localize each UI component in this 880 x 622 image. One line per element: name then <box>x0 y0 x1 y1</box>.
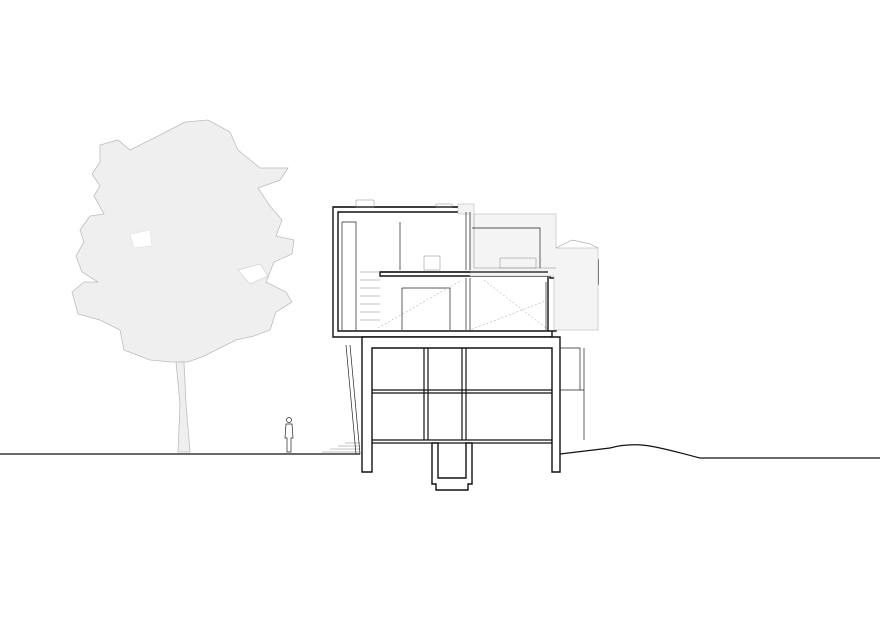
brick-facade <box>457 203 599 331</box>
tree <box>71 119 295 453</box>
human-figure <box>284 417 294 453</box>
tree-trunk <box>175 361 191 453</box>
inclined-column <box>345 344 361 455</box>
entrance-steps <box>322 442 360 453</box>
upper-volume <box>332 199 599 338</box>
ground-line <box>0 444 880 459</box>
foundation-pit <box>431 442 473 491</box>
stair <box>360 271 380 321</box>
tree-canopy <box>71 119 295 363</box>
lower-structure <box>361 336 585 491</box>
